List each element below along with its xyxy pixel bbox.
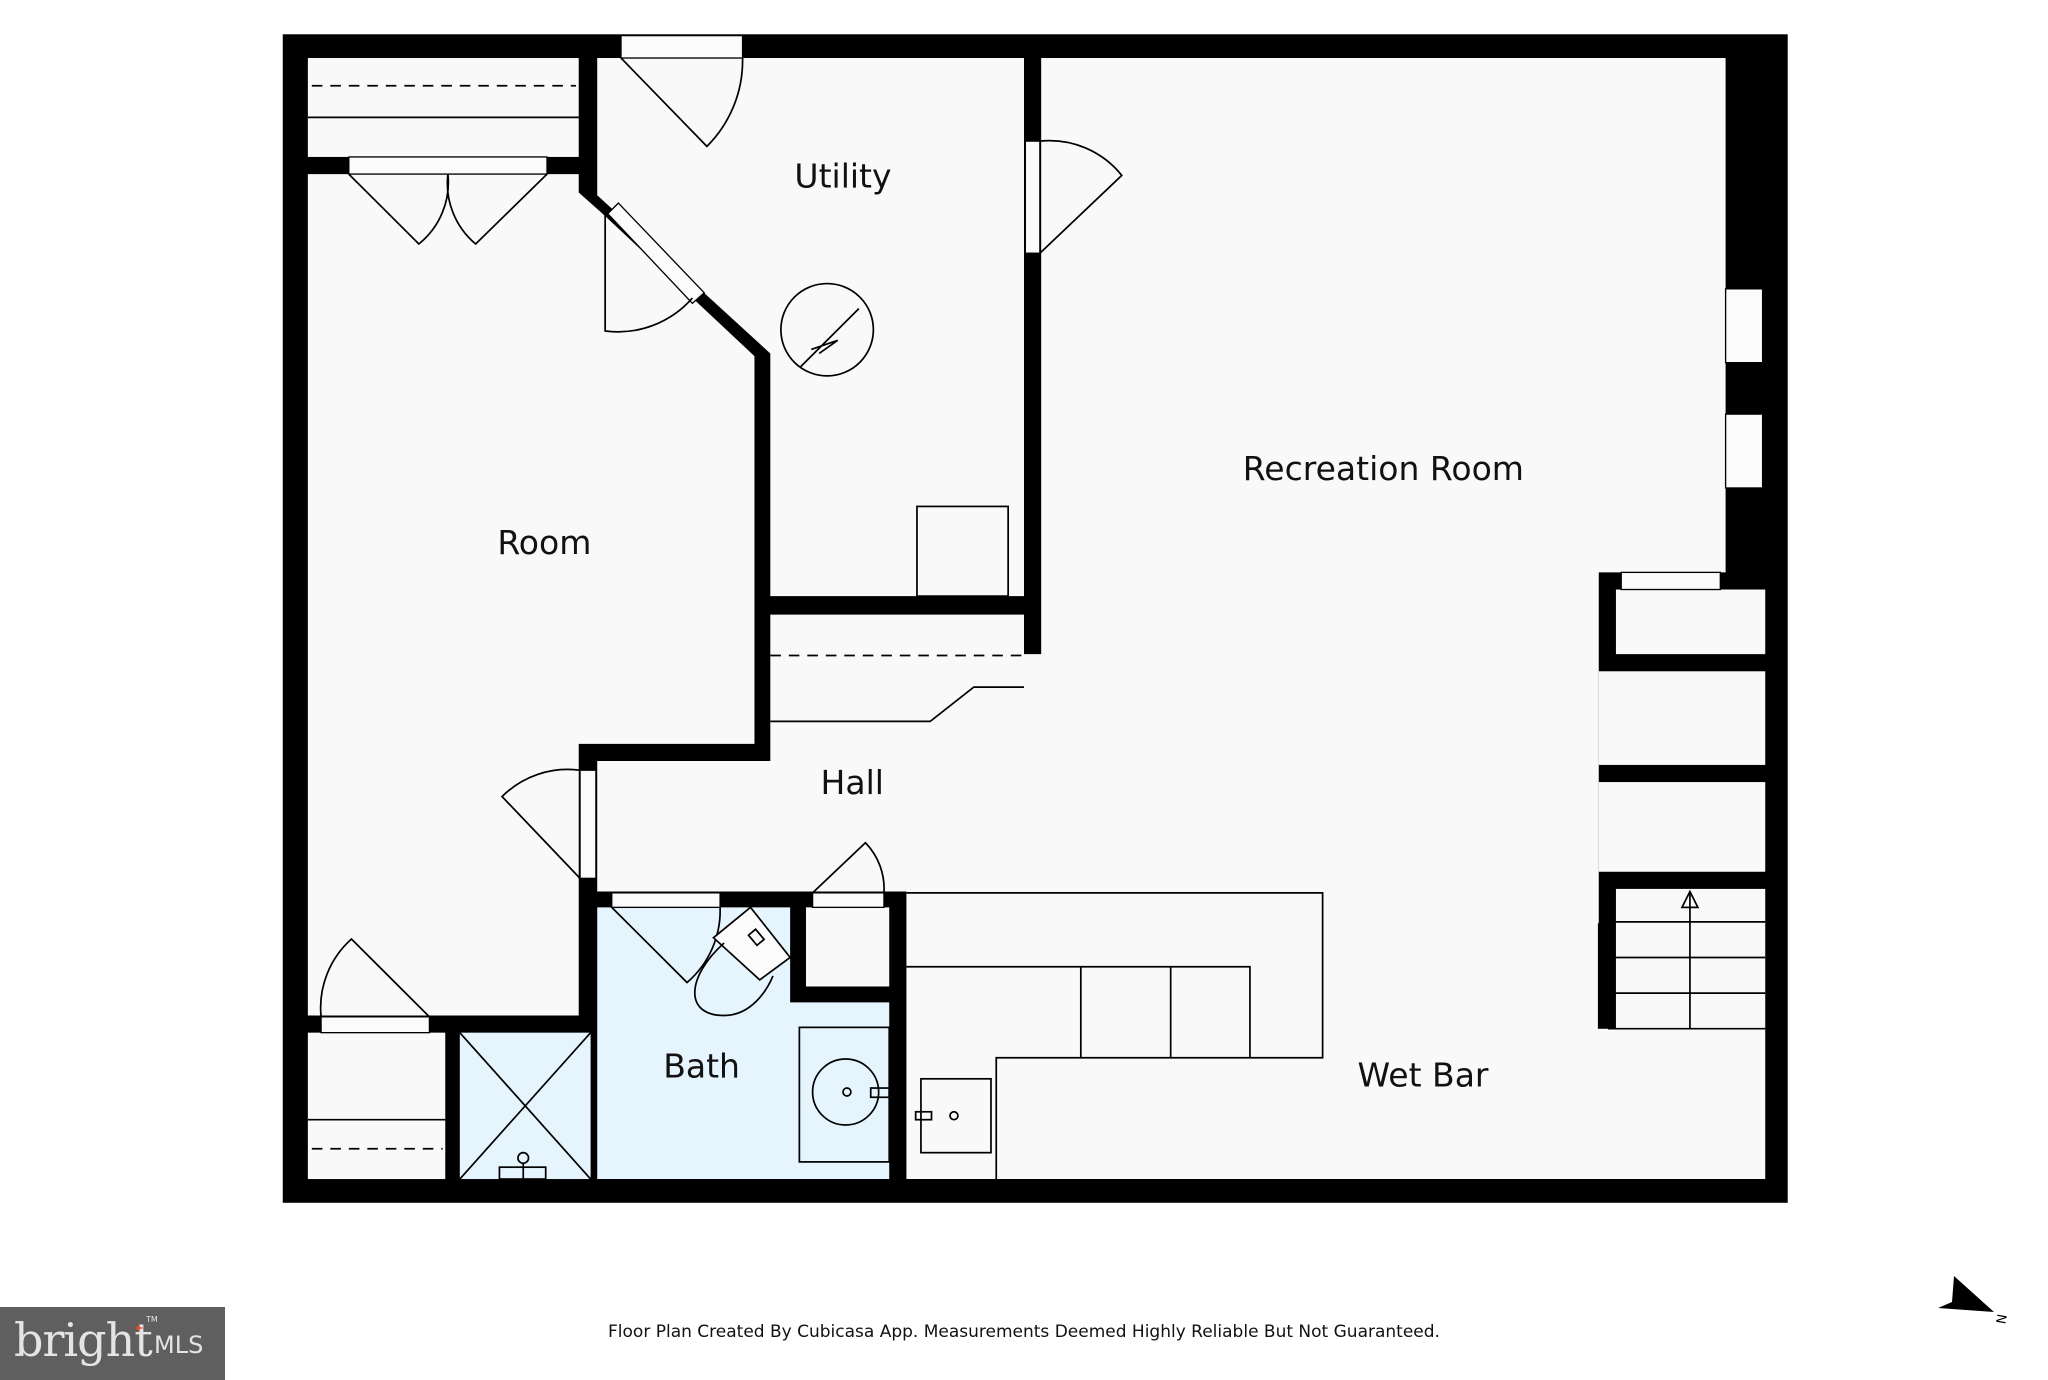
room-label-room: Room [497,523,591,562]
logo-wordmark: bright [14,1313,153,1367]
fixtures [307,84,1766,1180]
room-label-bath: Bath [663,1047,740,1086]
room-label-wetbar: Wet Bar [1358,1056,1489,1095]
spark-icon [134,1323,144,1333]
floors [307,58,1766,1180]
room-label-recreation: Recreation Room [1243,449,1524,488]
room-label-hall: Hall [821,763,884,802]
north-arrow-icon: N [1938,1276,2011,1325]
logo-trademark: TM [146,1315,158,1324]
disclaimer-caption: Floor Plan Created By Cubicasa App. Meas… [608,1322,1440,1342]
bright-mls-logo: bright TM MLS [0,1307,225,1380]
doors [319,34,1721,1034]
room-labels: Room Utility Recreation Room Hall Bath W… [497,156,1524,1094]
compass-letter: N [1994,1313,2010,1325]
room-label-utility: Utility [794,156,891,195]
logo-suffix: MLS [154,1331,204,1359]
